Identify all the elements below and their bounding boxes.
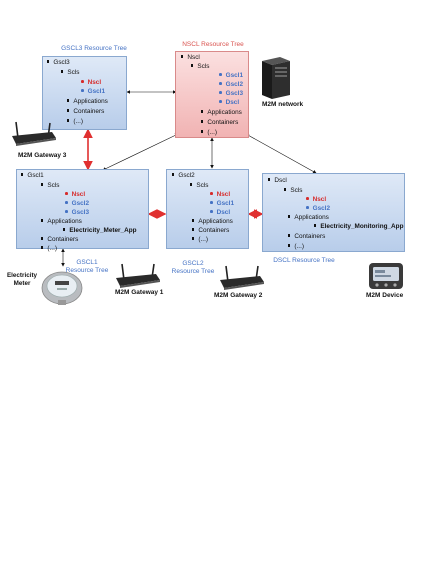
gateway1-label: M2M Gateway 1: [115, 289, 164, 296]
dscl-etc: (...): [294, 243, 304, 250]
electricity-meter-icon: [41, 271, 83, 305]
gateway2-router-icon: [220, 265, 264, 290]
network-label: M2M network: [262, 101, 304, 108]
gscl1-scls: Scls: [47, 182, 60, 189]
dscl-tree-box: [262, 173, 405, 252]
gscl1-tree-box: [16, 169, 149, 249]
gscl3-scls: Scls: [67, 69, 80, 76]
nscl-scl-dscl: Dscl: [225, 99, 240, 106]
dscl-app-electricity-monitoring: Electricity_Monitoring_App: [320, 223, 404, 230]
gscl1-containers: Containers: [47, 236, 79, 243]
gateway3-router-icon: [12, 121, 56, 146]
gscl3-etc: (...): [73, 118, 83, 125]
gscl2-containers: Containers: [198, 227, 230, 234]
dscl-scl-nscl: Nscl: [312, 196, 327, 203]
nscl-applications: Applications: [207, 109, 242, 116]
gscl3-scl-nscl: Nscl: [87, 79, 102, 86]
link-nscl-gscl1: [102, 133, 179, 171]
nscl-etc: (...): [207, 129, 217, 136]
dscl-scl-gscl2: Gscl2: [312, 205, 331, 212]
gscl3-root: Gscl3: [53, 59, 70, 66]
meter-label: Electricity Meter: [6, 272, 38, 287]
gscl3-title: GSCL3 Resource Tree: [61, 45, 127, 52]
gscl1-etc: (...): [47, 245, 57, 252]
gscl2-scl-nscl: Nscl: [216, 191, 231, 198]
nscl-scl-gscl3: Gscl3: [225, 90, 244, 97]
dscl-title: DSCL Resource Tree: [273, 257, 335, 264]
gscl1-title: GSCL1 Resource Tree: [65, 259, 109, 274]
gscl2-applications: Applications: [198, 218, 233, 225]
dscl-scls: Scls: [290, 187, 303, 194]
gscl1-scl-gscl3: Gscl3: [71, 209, 90, 216]
gscl1-scl-gscl2: Gscl2: [71, 200, 90, 207]
gscl2-scl-gscl1: Gscl1: [216, 200, 235, 207]
gscl3-scl-gscl1: Gscl1: [87, 88, 106, 95]
gscl2-title: GSCL2 Resource Tree: [171, 260, 215, 275]
nscl-scls: Scls: [197, 63, 210, 70]
gscl3-containers: Containers: [73, 108, 105, 115]
gscl2-etc: (...): [198, 236, 208, 243]
server-tower-icon: [262, 57, 290, 99]
nscl-title: NSCL Resource Tree: [182, 41, 244, 48]
nscl-containers: Containers: [207, 119, 239, 126]
nscl-scl-gscl2: Gscl2: [225, 81, 244, 88]
gscl1-applications: Applications: [47, 218, 82, 225]
gscl1-root: Gscl1: [27, 172, 44, 179]
gscl2-scls: Scls: [196, 182, 209, 189]
dscl-applications: Applications: [294, 214, 329, 221]
dscl-root: Dscl: [274, 177, 287, 184]
gscl2-tree-box: [166, 169, 249, 249]
gscl1-app-electricity-meter: Electricity_Meter_App: [69, 227, 137, 234]
gateway1-router-icon: [116, 263, 160, 288]
gscl3-applications: Applications: [73, 98, 108, 105]
gscl2-scl-dscl: Dscl: [216, 209, 231, 216]
nscl-scl-gscl1: Gscl1: [225, 72, 244, 79]
gscl2-root: Gscl2: [178, 172, 195, 179]
dscl-containers: Containers: [294, 233, 326, 240]
gscl1-scl-nscl: Nscl: [71, 191, 86, 198]
nscl-tree-box: [175, 51, 249, 138]
gscl3-tree-box: [42, 56, 127, 130]
gateway3-label: M2M Gateway 3: [18, 152, 67, 159]
link-nscl-dscl: [245, 133, 317, 174]
gateway2-label: M2M Gateway 2: [214, 292, 263, 299]
nscl-root: Nscl: [187, 54, 200, 61]
monitoring-device-icon: [369, 263, 403, 289]
device-label: M2M Device: [366, 292, 404, 299]
